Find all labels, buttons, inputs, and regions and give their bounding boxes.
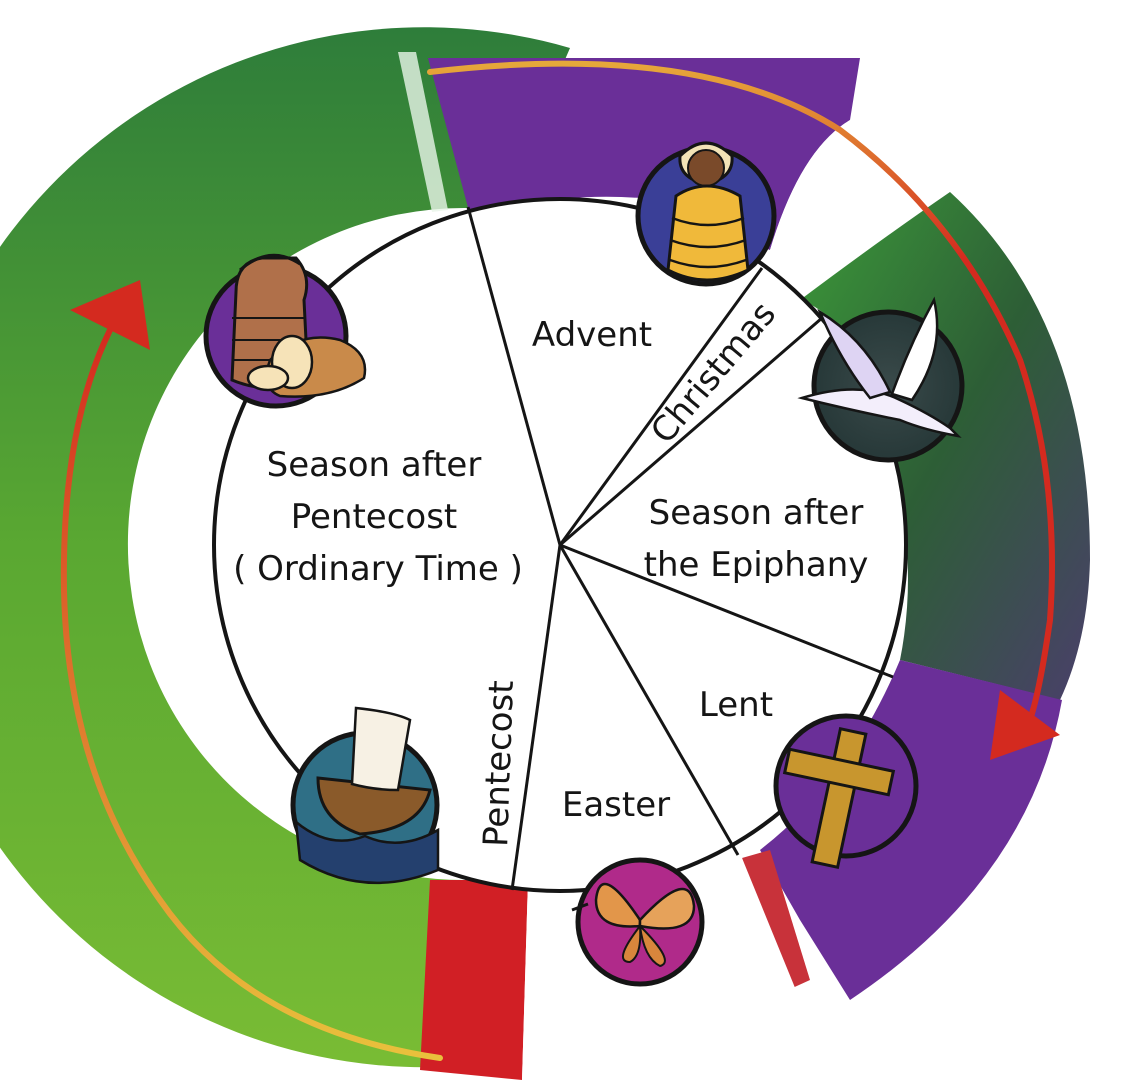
- arrow-head-left: [70, 280, 150, 350]
- ring-highlight-streak: [398, 52, 448, 212]
- label-ordinary-line1: Season after: [267, 445, 482, 485]
- divider-epiphany-lent: [559, 543, 894, 679]
- label-epiphany-line1: Season after: [649, 493, 864, 533]
- label-ordinary-line3: ( Ordinary Time ): [233, 549, 523, 589]
- boat-icon: [290, 706, 440, 885]
- label-epiphany-line2: the Epiphany: [644, 545, 869, 585]
- ring-pentecost-red: [420, 880, 528, 1080]
- ring-holyweek-red: [742, 850, 810, 990]
- dove-icon: [797, 296, 965, 463]
- label-ordinary-line2: Pentecost: [291, 497, 458, 537]
- cycle-arrows: [60, 60, 1060, 1061]
- butterfly-icon: [571, 857, 705, 987]
- label-lent: Lent: [699, 685, 773, 725]
- ring-ordinary-green: [0, 27, 570, 1068]
- label-advent: Advent: [532, 315, 652, 355]
- arrow-head-right: [990, 690, 1060, 760]
- swaddled-baby-icon: [635, 141, 777, 287]
- ring-lent-purple: [760, 660, 1062, 1000]
- arrow-top-arc: [427, 60, 1055, 723]
- divider-lent-easter: [558, 544, 740, 856]
- divider-christmas-epiphany: [559, 316, 823, 547]
- divider-advent-christmas: [558, 267, 764, 546]
- label-pentecost: Pentecost: [476, 680, 522, 848]
- season-dividers: [466, 206, 894, 891]
- divider-easter-pentecost: [510, 544, 562, 891]
- cross-icon: [773, 713, 919, 869]
- bread-and-jar-icon: [203, 253, 367, 409]
- arrow-left-arc: [60, 327, 443, 1061]
- label-easter: Easter: [562, 785, 670, 825]
- divider-advent-ordinary: [466, 206, 562, 546]
